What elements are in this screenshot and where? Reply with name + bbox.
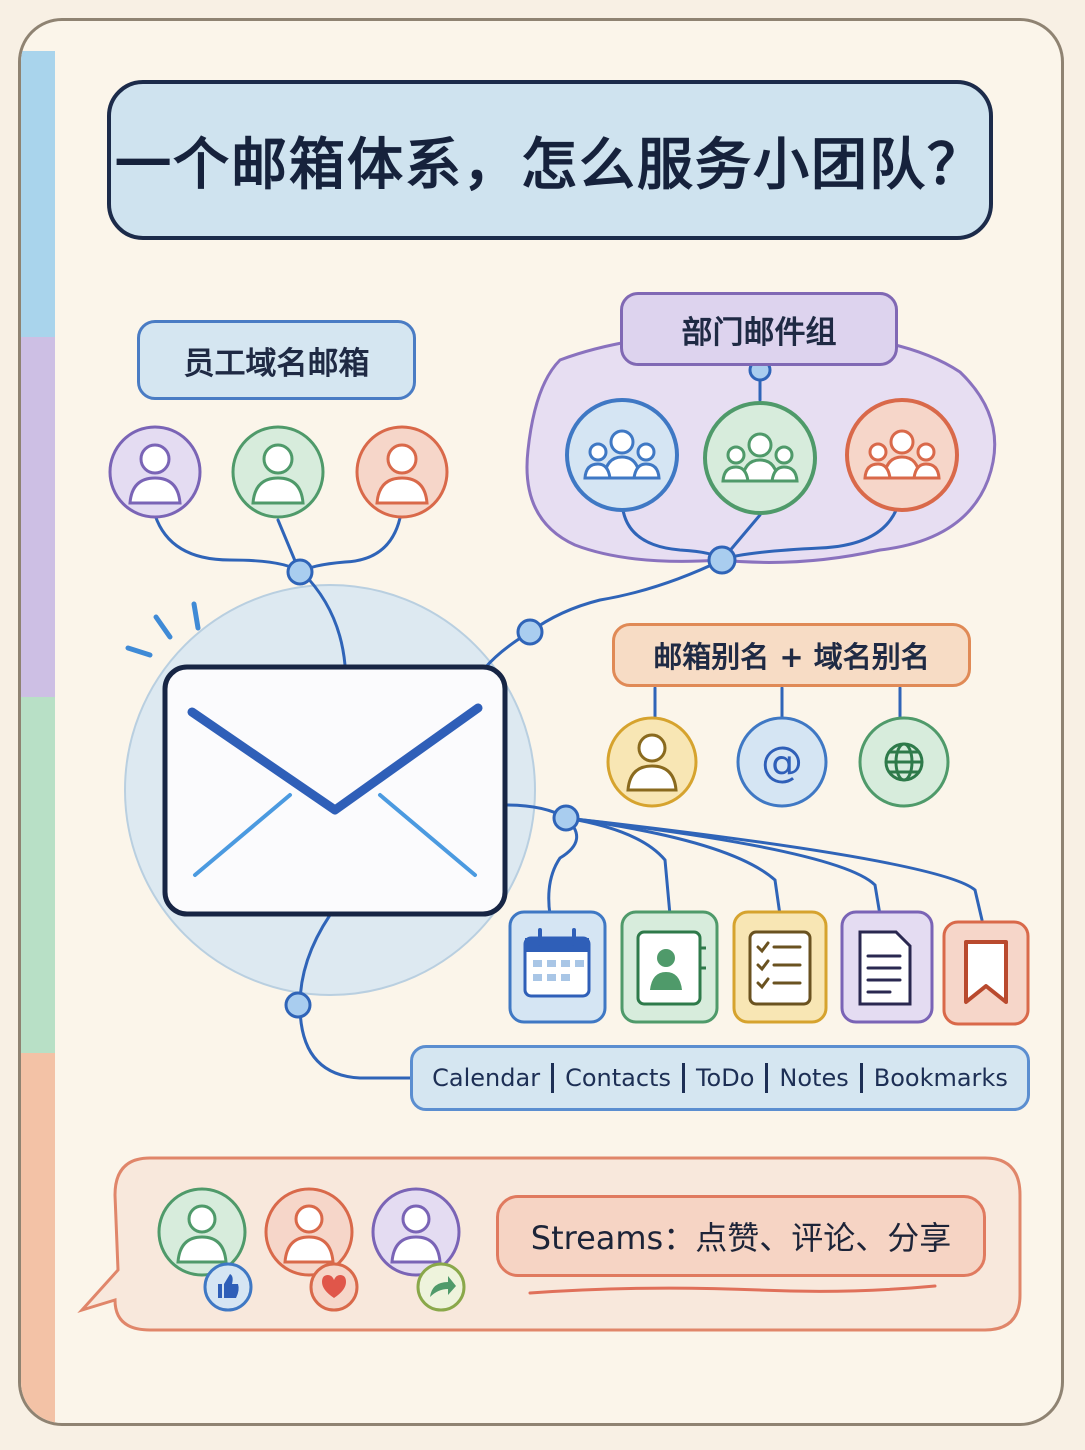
group-icon xyxy=(703,401,817,515)
app-label-notes: Notes xyxy=(779,1064,849,1092)
streams-label: Streams：点赞、评论、分享 xyxy=(496,1195,986,1277)
streams-underline xyxy=(528,1284,937,1295)
divider xyxy=(859,1063,863,1093)
app-label-calendar: Calendar xyxy=(432,1064,541,1092)
contacts-icon xyxy=(620,910,719,1024)
bookmark-icon xyxy=(942,920,1030,1026)
stream-avatars xyxy=(157,1187,466,1312)
app-icons xyxy=(508,910,1030,1026)
person-icon xyxy=(355,425,449,519)
app-label-bookmarks: Bookmarks xyxy=(873,1064,1008,1092)
person-icon xyxy=(606,716,698,808)
color-tab-orange xyxy=(21,1053,55,1423)
divider xyxy=(551,1063,555,1093)
like-icon xyxy=(203,1262,253,1312)
alias-icons: @ xyxy=(606,716,950,808)
page-title: 一个邮箱体系，怎么服务小团队？ xyxy=(107,80,993,240)
notes-icon xyxy=(840,910,934,1024)
person-icon xyxy=(231,425,325,519)
person-icon xyxy=(371,1187,461,1277)
person-icon xyxy=(108,425,202,519)
heart-icon xyxy=(309,1262,359,1312)
alias-label: 邮箱别名 + 域名别名 xyxy=(612,623,971,687)
app-label-todo: ToDo xyxy=(695,1064,755,1092)
mail-icon xyxy=(162,664,508,917)
divider xyxy=(681,1063,685,1093)
color-tab-blue xyxy=(21,51,55,361)
person-icon xyxy=(264,1187,354,1277)
svg-text:@: @ xyxy=(761,737,803,786)
calendar-icon xyxy=(508,910,607,1024)
group-icon xyxy=(565,398,679,512)
department-groups xyxy=(565,398,959,515)
color-tab-green xyxy=(21,697,55,1053)
connector-lines xyxy=(153,364,984,1080)
divider xyxy=(765,1063,769,1093)
connector-nodes xyxy=(284,358,772,1019)
group-icon xyxy=(845,398,959,512)
at-icon: @ xyxy=(736,716,828,808)
share-icon xyxy=(416,1262,466,1312)
color-tab-purple xyxy=(21,337,55,697)
employee-avatars xyxy=(108,425,449,519)
globe-icon xyxy=(858,716,950,808)
apps-bar: Calendar Contacts ToDo Notes Bookmarks xyxy=(410,1045,1030,1111)
spark-marks xyxy=(125,601,201,658)
department-group-label: 部门邮件组 xyxy=(620,292,898,366)
app-label-contacts: Contacts xyxy=(565,1064,671,1092)
person-icon xyxy=(157,1187,247,1277)
checklist-icon xyxy=(732,910,828,1024)
employee-mailbox-label: 员工域名邮箱 xyxy=(137,320,416,400)
